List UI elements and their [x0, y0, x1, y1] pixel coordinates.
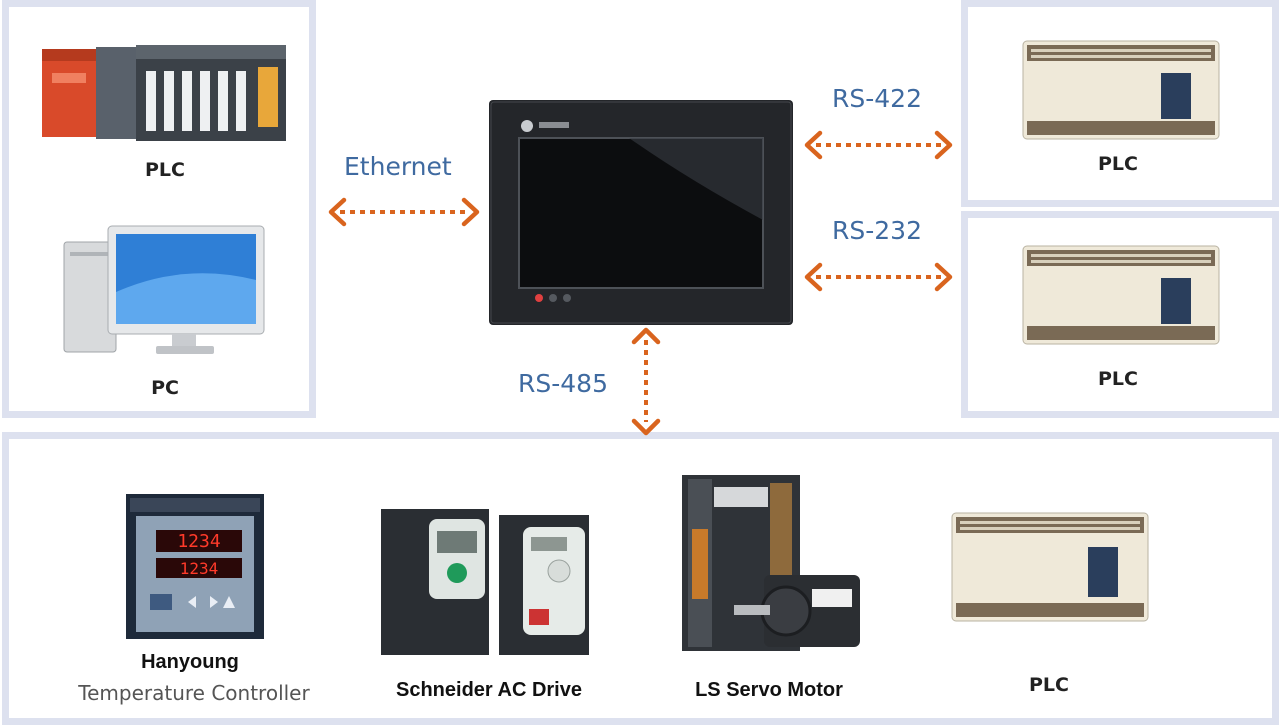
compact-plc-icon	[1022, 245, 1220, 345]
plc-rack-icon	[42, 45, 286, 141]
pc-label: PC	[151, 377, 179, 399]
hmi-icon	[489, 100, 793, 325]
rs232-label: RS-232	[832, 216, 922, 245]
servo-label: LS Servo Motor	[695, 679, 843, 701]
rs422-label: RS-422	[832, 84, 922, 113]
servo-motor-icon	[682, 475, 860, 651]
ac-drive-icon	[381, 509, 589, 655]
right-bottom-device-panel: PLC	[961, 211, 1279, 418]
rs485-label: RS-485	[518, 369, 608, 398]
plc-label-left: PLC	[145, 159, 185, 181]
plc-label-right-bottom: PLC	[1098, 368, 1138, 390]
bottom-device-panel: 1234 1234 Hanyoung Temperature Controlle…	[2, 432, 1279, 725]
temperature-controller-icon: 1234 1234	[126, 494, 264, 639]
ethernet-label: Ethernet	[344, 152, 452, 181]
plc-label-bottom: PLC	[1029, 674, 1069, 696]
schneider-label: Schneider AC Drive	[396, 679, 582, 701]
hanyoung-label: Hanyoung	[141, 651, 239, 673]
svg-text:1234: 1234	[177, 531, 220, 552]
temperature-controller-label: Temperature Controller	[78, 681, 310, 705]
compact-plc-icon	[951, 512, 1149, 622]
right-top-device-panel: PLC	[961, 0, 1279, 207]
svg-text:1234: 1234	[180, 559, 219, 578]
compact-plc-icon	[1022, 40, 1220, 140]
pc-icon	[63, 225, 265, 354]
plc-label-right-top: PLC	[1098, 153, 1138, 175]
left-device-panel: PLC PC	[2, 0, 316, 418]
